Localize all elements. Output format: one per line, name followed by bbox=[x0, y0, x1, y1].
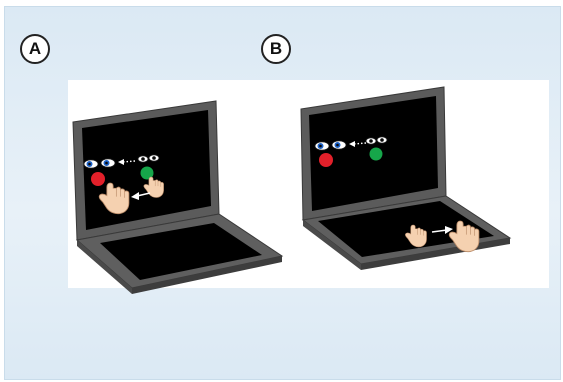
green-target bbox=[370, 148, 383, 161]
red-target bbox=[91, 172, 105, 186]
red-target bbox=[319, 153, 333, 167]
